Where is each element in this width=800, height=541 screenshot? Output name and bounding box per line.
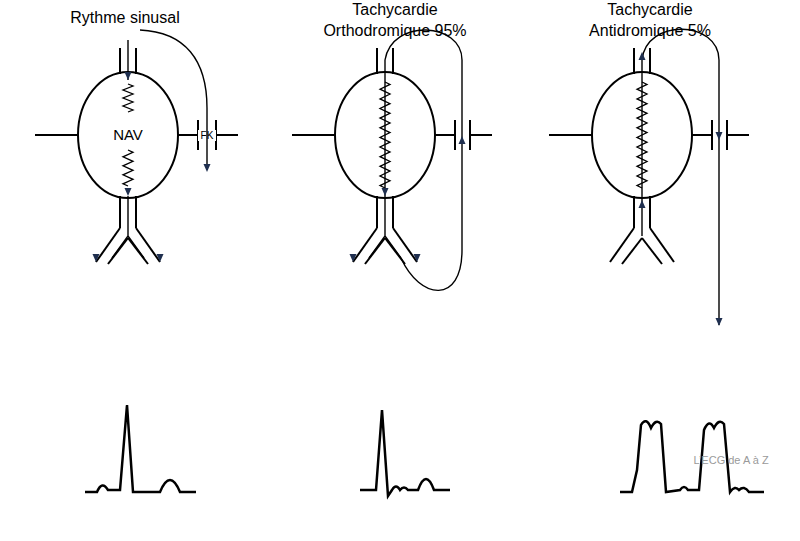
arrowheads bbox=[93, 52, 723, 326]
conduction-arrow bbox=[369, 60, 401, 258]
his-wire bbox=[649, 196, 651, 228]
his-wire bbox=[119, 196, 121, 228]
av-ring bbox=[470, 134, 492, 136]
av-node-outline bbox=[78, 72, 178, 198]
decremental-springs bbox=[123, 82, 647, 188]
arrowhead bbox=[716, 132, 723, 140]
accessory-pathway bbox=[711, 120, 713, 150]
bundle-branch bbox=[385, 238, 405, 264]
arrowhead bbox=[382, 188, 389, 196]
av-ring bbox=[435, 134, 455, 136]
conduction-arrow bbox=[641, 60, 642, 236]
bundle-branch bbox=[96, 228, 120, 262]
spring-zigzag bbox=[380, 82, 390, 188]
bundle-branch bbox=[393, 228, 417, 262]
bundle-branch bbox=[353, 228, 377, 262]
av-ring bbox=[692, 134, 712, 136]
av-ring bbox=[216, 134, 238, 136]
ecg-trace bbox=[360, 410, 450, 496]
arrowhead bbox=[459, 136, 466, 144]
arrowhead bbox=[93, 254, 100, 262]
arrowhead bbox=[639, 52, 646, 60]
reentry-loop bbox=[642, 29, 719, 325]
node-name: NAV bbox=[78, 127, 178, 144]
watermark: L’ECG de A à Z bbox=[676, 453, 786, 467]
av-ring bbox=[178, 134, 198, 136]
panel-title: Tachycardie Orthodromique 95% bbox=[315, 0, 475, 42]
arrowhead bbox=[350, 254, 357, 262]
wires bbox=[35, 29, 764, 496]
av-node: NAV bbox=[78, 72, 178, 198]
accessory-pathway bbox=[726, 120, 728, 150]
bundle-branch bbox=[136, 228, 160, 262]
pathway-name: FK bbox=[198, 130, 216, 141]
accessory-pathway bbox=[469, 120, 471, 150]
bundle-branch bbox=[365, 238, 385, 264]
his-wire bbox=[135, 196, 137, 228]
atrial-wire bbox=[392, 48, 394, 74]
atrial-wire bbox=[135, 48, 137, 74]
atrial-wire bbox=[376, 48, 378, 74]
av-node-outline bbox=[592, 72, 692, 198]
oval-fill bbox=[78, 72, 178, 198]
av-ring bbox=[549, 134, 592, 136]
arrowhead bbox=[414, 254, 421, 262]
panel-title: Tachycardie Antidromique 5% bbox=[570, 0, 730, 42]
atrial-wire bbox=[119, 48, 121, 74]
spring-zigzag bbox=[637, 82, 647, 188]
accessory-pathway-box: FK bbox=[198, 118, 216, 152]
reentry-loop bbox=[385, 30, 462, 290]
atrial-wire bbox=[649, 48, 651, 74]
his-wire bbox=[376, 196, 378, 228]
panel-title: Rythme sinusal bbox=[45, 8, 205, 29]
arrowhead bbox=[157, 254, 164, 262]
his-wire bbox=[633, 196, 635, 228]
his-wire bbox=[392, 196, 394, 228]
bundle-branch bbox=[642, 238, 662, 264]
arrowhead bbox=[204, 164, 211, 172]
av-ring bbox=[727, 134, 749, 136]
av-ring bbox=[35, 134, 78, 136]
arrowhead bbox=[639, 200, 646, 208]
atrial-wire bbox=[633, 48, 635, 74]
conduction-arrow bbox=[112, 196, 144, 258]
bundle-branch bbox=[108, 238, 128, 264]
arrowhead bbox=[716, 318, 723, 326]
bundle-branch bbox=[128, 238, 148, 264]
av-node-outline bbox=[335, 72, 435, 198]
bundle-branch bbox=[610, 228, 634, 262]
bundle-branch bbox=[622, 238, 642, 264]
ecg-trace bbox=[85, 405, 196, 492]
bundle-branch bbox=[650, 228, 674, 262]
accessory-pathway bbox=[454, 120, 456, 150]
av-ring bbox=[292, 134, 335, 136]
